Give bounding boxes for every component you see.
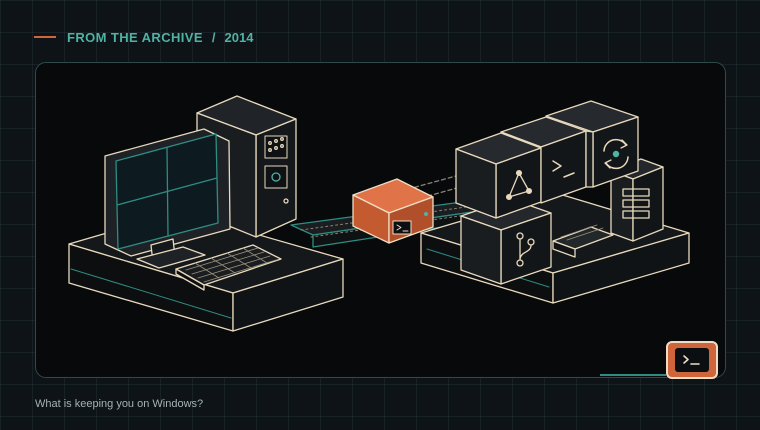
archive-year: 2014 (224, 29, 254, 45)
caption-text: What is keeping you on Windows? (35, 398, 204, 410)
desktop-pc-scene (68, 95, 344, 332)
terminal-button[interactable] (666, 341, 718, 379)
archive-label: FROM THE ARCHIVE (67, 29, 203, 45)
terminal-icon (675, 348, 709, 372)
app-blocks-scene (420, 100, 690, 304)
hero-illustration-panel (35, 62, 726, 378)
section-header: FROM THE ARCHIVE / 2014 (34, 28, 253, 46)
hero-illustration (68, 95, 690, 332)
accent-rule (600, 374, 666, 376)
accent-dash (34, 36, 56, 38)
terminal-box (352, 178, 434, 244)
header-separator: / (211, 29, 216, 45)
